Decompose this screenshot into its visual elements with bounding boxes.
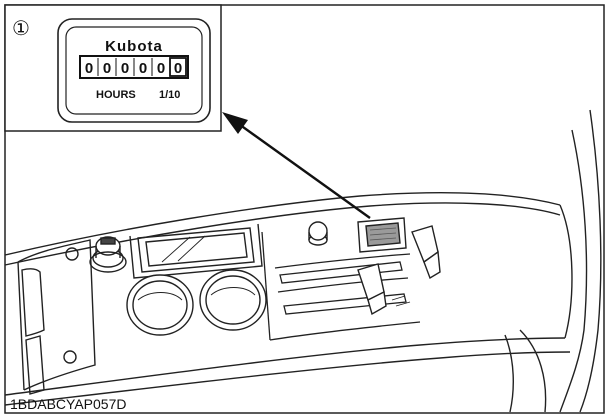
- callout-number: ①: [12, 18, 30, 40]
- dash-right-edge: [559, 204, 573, 339]
- console-body: [261, 231, 421, 341]
- counter-digit: 0: [139, 60, 147, 77]
- hours-label: HOURS: [96, 89, 136, 101]
- lever-lower: [357, 263, 387, 316]
- dash-top-edge: [4, 192, 561, 256]
- key-switch: [89, 236, 127, 273]
- fuel-gauge: [126, 274, 194, 336]
- rops-frame: [504, 109, 602, 413]
- counter-digit: 0: [85, 60, 93, 77]
- temp-gauge: [199, 269, 267, 331]
- screw-top: [65, 247, 79, 261]
- left-panel: [17, 239, 96, 391]
- left-slot: [21, 267, 45, 337]
- dash-lower-edge: [4, 337, 566, 396]
- left-panel-edge: [17, 261, 25, 391]
- tenths-label: 1/10: [159, 89, 180, 101]
- lever-upper: [411, 225, 441, 280]
- hour-meter-on-dash: [357, 217, 407, 253]
- leader-arrow: [222, 112, 371, 219]
- counter-digit: 0: [157, 60, 165, 77]
- screw-bottom: [63, 350, 77, 364]
- brand-logo: Kubota: [105, 38, 163, 55]
- counter-digit: 0: [103, 60, 111, 77]
- display-window: [129, 223, 263, 279]
- dash-bottom-edge: [4, 351, 571, 406]
- counter-digits: 0 0 0 0 0 0: [85, 57, 187, 77]
- tenths-digit-box: [169, 57, 187, 77]
- throttle-knob: [308, 221, 328, 246]
- left-slot-lower: [25, 335, 45, 395]
- counter-digit: 0: [121, 60, 129, 77]
- figure-code: 1BDABCYAP057D: [10, 396, 126, 412]
- counter-digit-tenths: 0: [174, 60, 182, 77]
